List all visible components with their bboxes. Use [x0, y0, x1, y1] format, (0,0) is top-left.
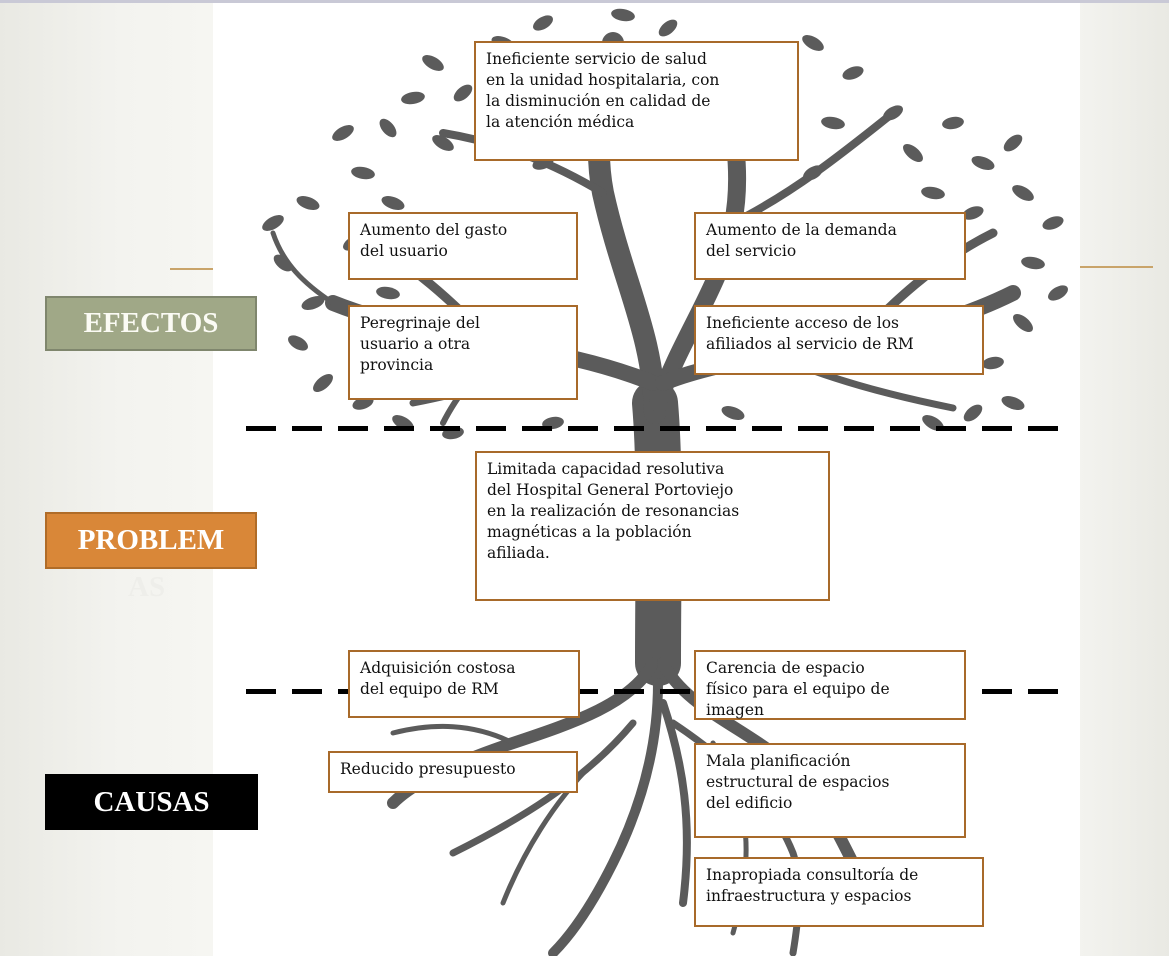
top-border [0, 0, 1169, 3]
efecto-main-box: Ineficiente servicio de salud en la unid… [474, 41, 799, 161]
divider-efectos-problemas [246, 426, 1064, 431]
efecto-acceso-box: Ineficiente acceso de los afiliados al s… [694, 305, 984, 375]
divider-problemas-causas [246, 689, 1064, 694]
causa-carencia-box: Carencia de espacio físico para el equip… [694, 650, 966, 720]
accent-line-left [170, 268, 213, 270]
section-label-problemas: PROBLEM [45, 512, 257, 569]
right-margin-band [1080, 3, 1169, 956]
efecto-demanda-box: Aumento de la demanda del servicio [694, 212, 966, 280]
causa-adquisicion-box: Adquisición costosa del equipo de RM [348, 650, 580, 718]
accent-line-right [1080, 266, 1153, 268]
section-label-efectos: EFECTOS [45, 296, 257, 351]
problema-main-box: Limitada capacidad resolutiva del Hospit… [475, 451, 830, 601]
causa-presupuesto-box: Reducido presupuesto [328, 751, 578, 793]
efecto-gasto-box: Aumento del gasto del usuario [348, 212, 578, 280]
causa-consultoria-box: Inapropiada consultoría de infraestructu… [694, 857, 984, 927]
efecto-peregrinaje-box: Peregrinaje del usuario a otra provincia [348, 305, 578, 400]
causa-planificacion-box: Mala planificación estructural de espaci… [694, 743, 966, 838]
section-label-problemas-continuation: AS [128, 571, 166, 603]
section-label-causas: CAUSAS [45, 774, 258, 830]
